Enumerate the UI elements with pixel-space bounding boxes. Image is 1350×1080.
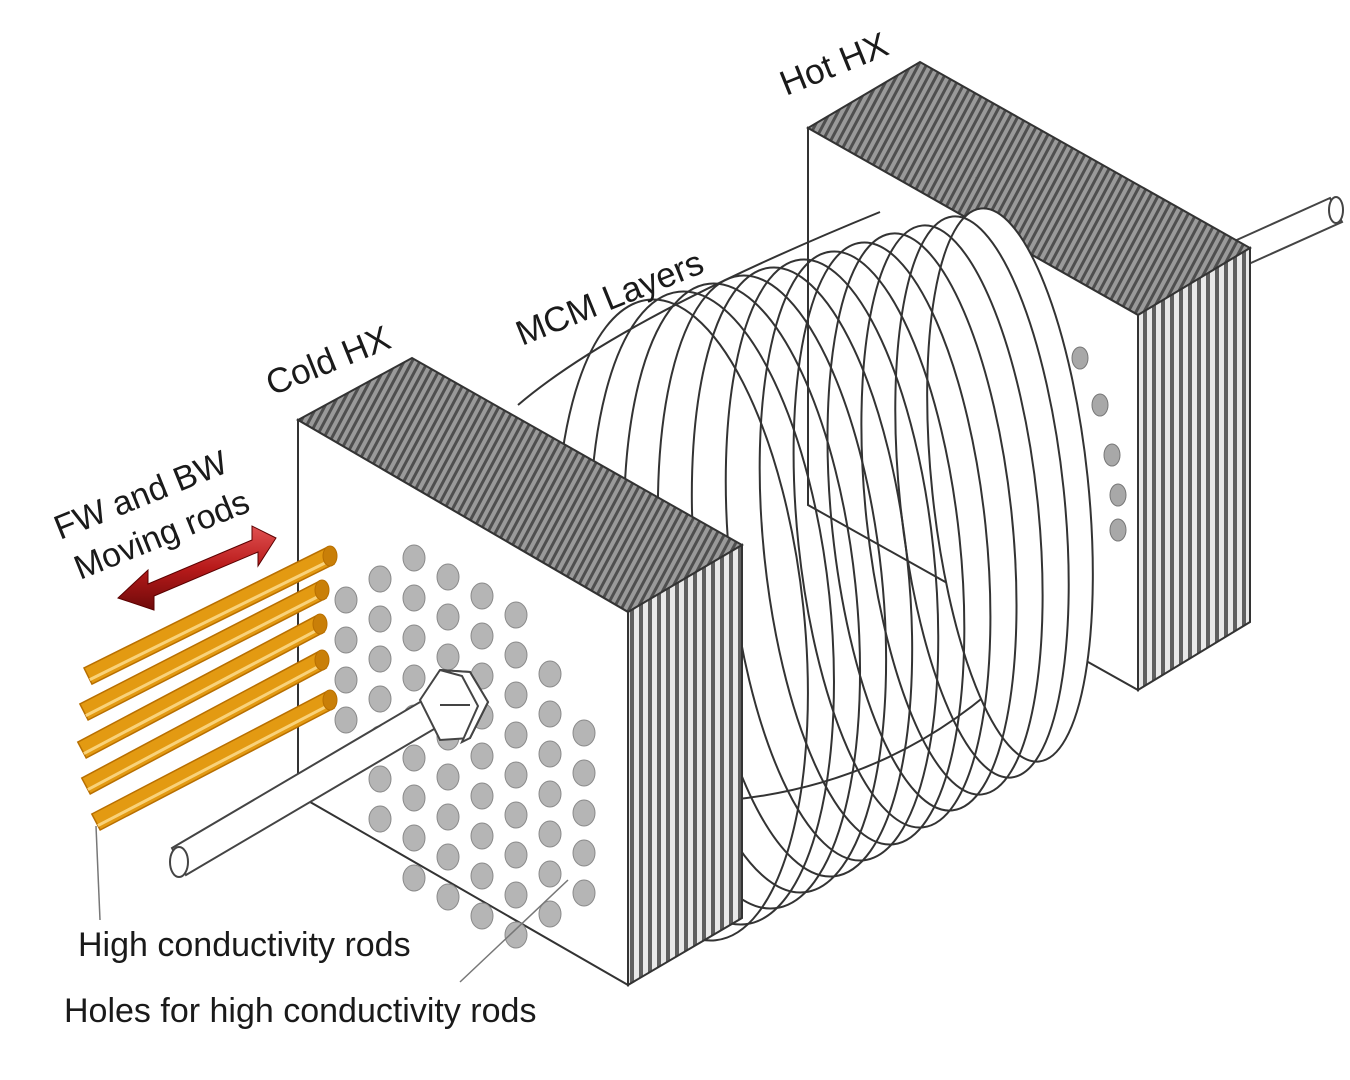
cold-hx-hole [368, 685, 392, 713]
cold-hx-hole [368, 805, 392, 833]
cold-hx-hole [368, 565, 392, 593]
cold-hx-hole [436, 563, 460, 591]
cold-hx-hole [402, 624, 426, 652]
cold-hx-hole [572, 839, 596, 867]
cold-hx-hole [470, 582, 494, 610]
cold-hx-hole [368, 605, 392, 633]
cold-hx-hole [538, 660, 562, 688]
cold-hx-hole [436, 643, 460, 671]
cold-hx-hole [504, 761, 528, 789]
cold-hx-hole [504, 681, 528, 709]
cold-hx-hole [470, 862, 494, 890]
holes-label: Holes for high conductivity rods [64, 992, 536, 1030]
high-conductivity-rods-label: High conductivity rods [78, 926, 411, 964]
high-conductivity-rods [76, 545, 338, 831]
cold-hx-hole [504, 801, 528, 829]
fw-bw-double-arrow-icon [117, 525, 277, 611]
leader-lines [95, 825, 569, 983]
cold-hx-hole [402, 864, 426, 892]
cold-hx-hole [334, 706, 358, 734]
cold-hx-hole [334, 626, 358, 654]
cold-hx-hole [470, 782, 494, 810]
cold-hx-hole [504, 721, 528, 749]
hex-nut [418, 668, 490, 745]
cold-hx-hole [402, 744, 426, 772]
cold-hx-hole [470, 822, 494, 850]
cold-hx-hole [538, 780, 562, 808]
cold-hx-hole [436, 843, 460, 871]
cold-hx-hole [538, 820, 562, 848]
high-conductivity-rod [76, 613, 328, 759]
cold-hx-hole [402, 784, 426, 812]
high-conductivity-rod [82, 545, 338, 686]
cold-hx-hole [504, 601, 528, 629]
cold-hx-hole [538, 860, 562, 888]
cold-hx-hole [572, 879, 596, 907]
cold-hx-hole [504, 841, 528, 869]
high-conductivity-rod [78, 579, 330, 722]
high-conductivity-rod [80, 649, 330, 795]
cold-hx-hole [538, 740, 562, 768]
cold-hx-hole [436, 883, 460, 911]
cold-hx-hole [504, 641, 528, 669]
high-conductivity-rod [90, 689, 338, 831]
cold-hx-hole [538, 900, 562, 928]
cold-hx-hole [368, 765, 392, 793]
cold-hx-hole [470, 902, 494, 930]
cold-hx-hole [334, 666, 358, 694]
cold-hx-hole [470, 742, 494, 770]
cold-hx-hole [572, 759, 596, 787]
cold-hx-hole [402, 664, 426, 692]
cold-hx-hole [334, 586, 358, 614]
cold-hx-hole [436, 603, 460, 631]
cold-hx-hole [402, 824, 426, 852]
cold-hx-hole [572, 719, 596, 747]
cold-hx-hole [572, 799, 596, 827]
cold-hx-hole [538, 700, 562, 728]
cold-hx-hole [470, 622, 494, 650]
cold-hx-hole [436, 763, 460, 791]
cold-hx-hole [504, 921, 528, 949]
cold-hx-hole [504, 881, 528, 909]
cold-hx-hole [436, 803, 460, 831]
cold-hx-hole [368, 645, 392, 673]
cold-hx-hole [402, 584, 426, 612]
cold-hx-hole [402, 544, 426, 572]
